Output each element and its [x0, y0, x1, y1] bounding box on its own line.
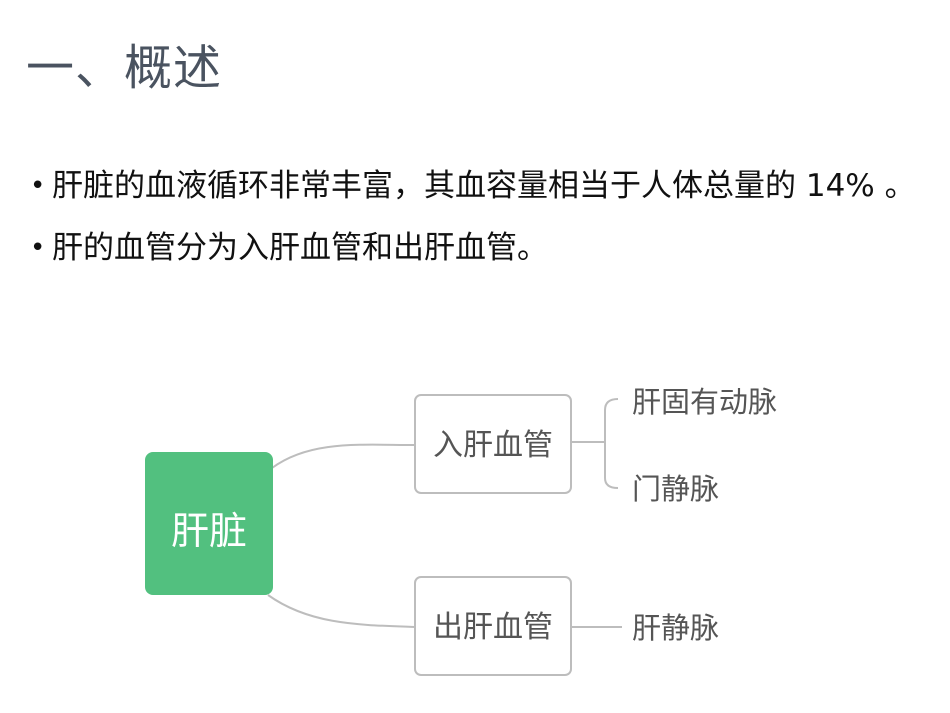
bullet-item: • 肝脏的血液循环非常丰富，其血容量相当于人体总量的 14% 。 [30, 160, 920, 212]
bullet-dot-icon: • [30, 171, 46, 201]
root-node-label: 肝脏 [171, 509, 247, 553]
branch-node [414, 394, 572, 494]
branch-node [414, 576, 572, 676]
bullet-text: 肝的血管分为入肝血管和出肝血管。 [52, 230, 548, 266]
bullet-item: • 肝的血管分为入肝血管和出肝血管。 [30, 222, 920, 274]
leaf-label: 肝固有动脉 [632, 385, 777, 419]
bullet-dot-icon: • [30, 233, 46, 263]
connector-branch1-children [571, 398, 619, 489]
connector-root-branch1 [271, 443, 416, 469]
bullet-text: 肝脏的血液循环非常丰富，其血容量相当于人体总量的 14% 。 [52, 168, 916, 204]
branch-node-label: 入肝血管 [433, 428, 553, 463]
root-node [145, 452, 273, 595]
page-title: 一、概述 [26, 40, 223, 96]
branch-node-label: 出肝血管 [433, 610, 553, 645]
leaf-label: 肝静脉 [632, 611, 719, 645]
leaf-label: 门静脉 [632, 472, 719, 506]
bullet-list: • 肝脏的血液循环非常丰富，其血容量相当于人体总量的 14% 。 • 肝的血管分… [30, 160, 920, 284]
connector-root-branch2 [267, 594, 416, 628]
